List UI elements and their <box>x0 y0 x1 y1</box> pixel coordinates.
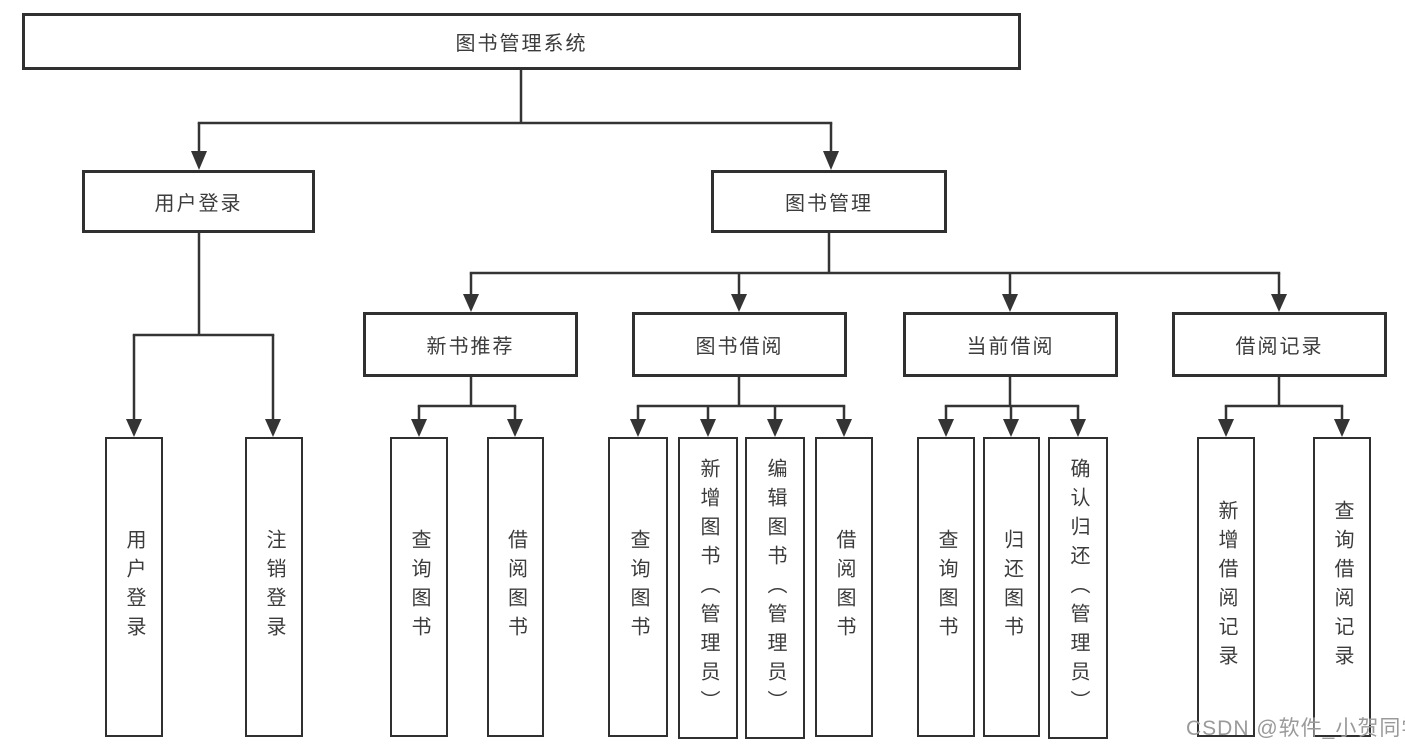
arrowheads <box>126 151 1350 437</box>
node-label: 用户登录 <box>154 193 243 215</box>
node-book-management: 图书管理 <box>711 170 947 233</box>
leaf-add-borrow-record: 新增借阅记录 <box>1197 437 1255 737</box>
node-label: 当前借阅 <box>966 336 1055 358</box>
leaf-label: 借阅图书 <box>504 529 527 645</box>
node-book-borrowing: 图书借阅 <box>632 312 847 377</box>
leaf-user-login: 用户登录 <box>105 437 163 737</box>
leaf-label: 归还图书 <box>1000 529 1023 645</box>
leaf-label: 查询借阅记录 <box>1331 500 1353 674</box>
leaf-query-borrow-record: 查询借阅记录 <box>1313 437 1371 737</box>
leaf-label: 新增图书（管理员） <box>697 457 719 719</box>
leaf-label: 新增借阅记录 <box>1215 500 1237 674</box>
node-label: 借阅记录 <box>1235 336 1324 358</box>
leaf-label: 借阅图书 <box>833 529 855 645</box>
node-label: 图书管理系统 <box>455 33 588 55</box>
node-label: 图书借阅 <box>695 336 784 358</box>
leaf-query-books-borrowing: 查询图书 <box>608 437 668 737</box>
node-borrowing-records: 借阅记录 <box>1172 312 1387 377</box>
leaf-query-books-current: 查询图书 <box>917 437 975 737</box>
leaf-label: 用户登录 <box>123 529 145 645</box>
node-label: 新书推荐 <box>426 336 515 358</box>
leaf-label: 查询图书 <box>935 529 957 645</box>
leaf-add-books-admin: 新增图书（管理员） <box>678 437 738 739</box>
leaf-borrow-books-recommend: 借阅图书 <box>487 437 544 737</box>
leaf-label: 确认归还（管理员） <box>1067 457 1089 719</box>
node-label: 图书管理 <box>785 193 873 215</box>
node-library-management-system: 图书管理系统 <box>22 13 1021 70</box>
leaf-label: 注销登录 <box>263 529 285 645</box>
node-user-login: 用户登录 <box>82 170 315 233</box>
csdn-watermark: CSDN @软件_小贺同学 <box>1186 717 1405 740</box>
leaf-query-books-recommend: 查询图书 <box>390 437 448 737</box>
leaf-label: 查询图书 <box>408 529 430 645</box>
node-new-book-recommendation: 新书推荐 <box>363 312 578 377</box>
node-current-borrowing: 当前借阅 <box>903 312 1118 377</box>
leaf-label: 查询图书 <box>627 529 649 645</box>
leaf-label: 编辑图书（管理员） <box>764 457 786 719</box>
leaf-edit-books-admin: 编辑图书（管理员） <box>745 437 805 739</box>
leaf-borrow-books: 借阅图书 <box>815 437 873 737</box>
leaf-return-books: 归还图书 <box>983 437 1040 737</box>
leaf-logout: 注销登录 <box>245 437 303 737</box>
leaf-confirm-return-admin: 确认归还（管理员） <box>1048 437 1108 739</box>
